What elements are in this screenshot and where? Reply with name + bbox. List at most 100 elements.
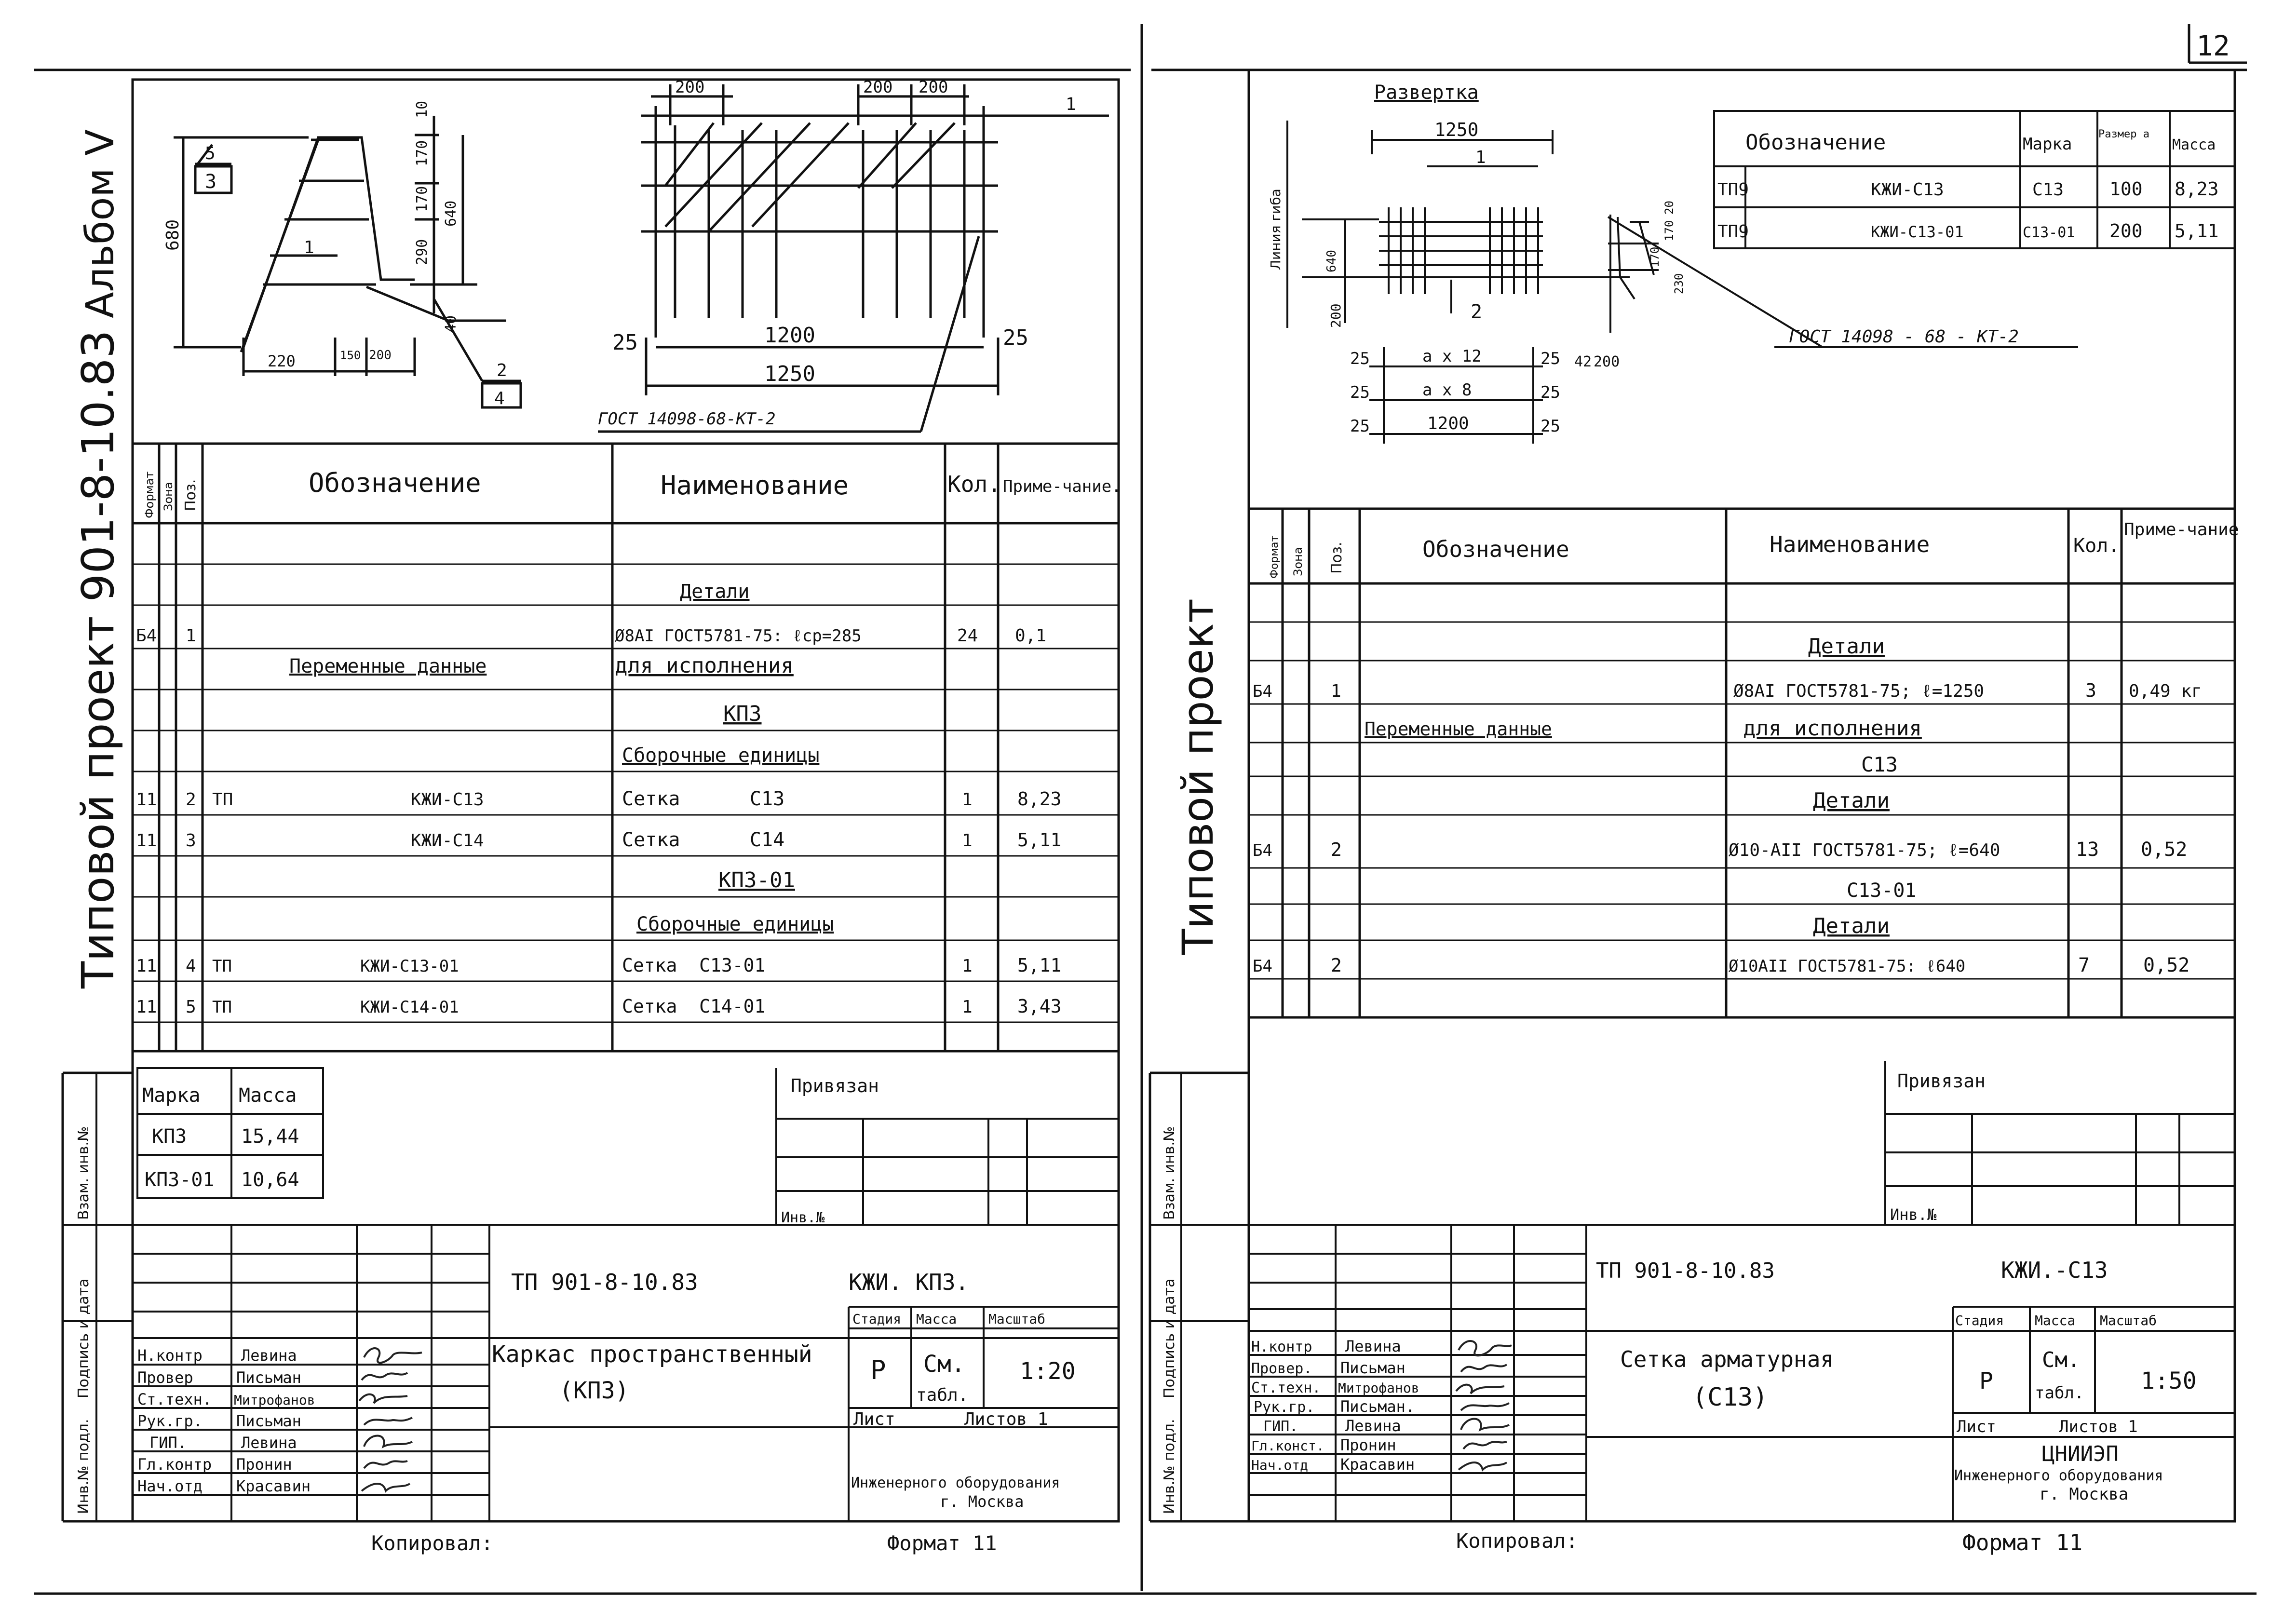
left-spec-body: Детали Б4 1 Ø8АI ГОСТ5781-75: ℓср=285 24…	[136, 581, 1062, 1017]
left-dim-200c: 200	[919, 78, 948, 97]
table-row: КП3	[723, 702, 761, 726]
left-r8-name: КП3-01	[718, 868, 795, 893]
right-name-1: Письман	[1340, 1359, 1406, 1377]
right-role-0: Н.контр	[1251, 1339, 1312, 1355]
left-name-6: Красавин	[236, 1477, 311, 1495]
left-title: Каркас пространственный	[492, 1341, 812, 1368]
right-dim-25a: 25	[1350, 349, 1370, 368]
left-dim-220: 220	[268, 352, 296, 370]
right-dim-25d: 25	[1541, 349, 1560, 368]
right-var-table-grid	[1713, 110, 2236, 249]
right-dim-230: 230	[1672, 273, 1686, 294]
left-dim-1250: 1250	[764, 362, 815, 386]
right-var-h-designation: Обозначение	[1745, 130, 1886, 155]
right-role-6: Нач.отд	[1251, 1457, 1308, 1473]
left-r6-pos: 2	[186, 790, 196, 810]
left-r7-qty: 1	[962, 831, 973, 851]
left-r1-name: Детали	[680, 581, 750, 603]
left-callout-bot-num: 2	[497, 361, 507, 380]
right-var-r1-mass: 5,11	[2175, 220, 2219, 242]
left-scale: 1:20	[1020, 1358, 1076, 1385]
table-row: 11 3 КЖИ-С14 Сетка С14 1 5,11	[136, 829, 1062, 851]
left-city: г. Москва	[940, 1492, 1024, 1511]
right-sheet: Типовой проект Инв.№ подл. Подпись и дат…	[1149, 68, 2239, 1556]
left-org: Инженерного оборудования	[851, 1475, 1060, 1491]
right-staff-list: Н.контр Провер. Ст.техн. Рук.гр. ГИП. Гл…	[1251, 1337, 1419, 1474]
left-gost: ГОСТ 14098-68-КТ-2	[598, 409, 775, 429]
left-r6-designation: ТП КЖИ-С13	[212, 790, 484, 810]
right-razvertka: Развертка	[1374, 81, 1479, 104]
left-side-title: Типовой проект 901-8-10.83	[72, 330, 124, 989]
right-h-note: Приме-чание	[2124, 520, 2239, 540]
left-staff-list: Н.контр Провер Ст.техн. Рук.гр. ГИП. Гл.…	[137, 1346, 315, 1495]
left-mass-r1-mass: 10,64	[241, 1169, 299, 1191]
right-name-4: Левина	[1345, 1417, 1401, 1435]
right-h-pos: Поз.	[1328, 542, 1345, 574]
left-dim-170b: 170	[414, 186, 431, 212]
right-r6-pos: 2	[1331, 839, 1342, 860]
left-name-5: Пронин	[236, 1455, 292, 1474]
left-r5-name: Сборочные единицы	[622, 744, 819, 767]
left-r10-format: 11	[136, 956, 157, 976]
right-var-r1-mark: С13-01	[2023, 224, 2075, 241]
right-signatures	[1455, 1340, 1512, 1472]
right-dim-640: 640	[1324, 250, 1339, 272]
right-h-format: Формат	[1269, 536, 1281, 579]
left-r2-qty: 24	[957, 626, 978, 646]
right-r5-name: Детали	[1813, 788, 1890, 813]
left-dim-290: 290	[414, 239, 431, 265]
right-org: Инженерного оборудования	[1954, 1467, 2163, 1484]
right-side-title: Типовой проект	[1173, 598, 1223, 955]
left-inv-no: Инв.№	[781, 1209, 824, 1226]
left-dim-200a: 200	[675, 78, 704, 97]
left-r6-name: Сетка С13	[622, 788, 784, 810]
right-dim-200b: 200	[1594, 353, 1620, 370]
left-mass-r0-mark: КП3	[152, 1125, 187, 1148]
left-stamp-vzam: Взам. инв.№	[75, 1126, 92, 1220]
left-mass: См.	[923, 1351, 965, 1378]
right-r6-qty: 13	[2076, 839, 2099, 861]
left-format: Формат 11	[887, 1531, 997, 1555]
right-r7-name: С13-01	[1847, 880, 1917, 902]
left-r9-name: Сборочные единицы	[636, 913, 834, 935]
left-h-zone: Зона	[162, 482, 175, 511]
right-dim-a8: а x 8	[1422, 380, 1472, 400]
right-role-4: ГИП.	[1263, 1418, 1298, 1435]
left-r7-name: Сетка С14	[622, 829, 784, 851]
left-doc-code: ТП 901-8-10.83	[511, 1269, 698, 1295]
right-r6-note: 0,52	[2141, 839, 2187, 861]
left-sheets: Листов 1	[964, 1409, 1048, 1429]
right-h-name: Наименование	[1770, 531, 1930, 557]
left-r10-qty: 1	[962, 956, 973, 976]
left-r6-qty: 1	[962, 790, 973, 810]
right-sheets: Листов 1	[2059, 1417, 2138, 1436]
right-spec-rows	[1249, 621, 2235, 980]
left-r7-note: 5,11	[1017, 829, 1062, 851]
left-dim-200b: 200	[863, 78, 892, 97]
right-mark-code: КЖИ.-С13	[2001, 1257, 2108, 1283]
left-role-4: ГИП.	[149, 1434, 187, 1452]
right-role-1: Провер.	[1251, 1360, 1312, 1377]
right-dim-170a: 170	[1662, 220, 1676, 241]
left-stamp-inv: Инв.№ подл.	[75, 1419, 92, 1514]
left-r10-pos: 4	[186, 956, 196, 976]
left-scale-h: Масштаб	[988, 1311, 1045, 1327]
left-r7-pos: 3	[186, 831, 196, 851]
right-sheet: Лист	[1957, 1417, 1996, 1436]
left-name-3: Письман	[236, 1412, 301, 1430]
right-format: Формат 11	[1962, 1529, 2082, 1556]
left-role-2: Ст.техн.	[137, 1390, 212, 1408]
right-privyazan: Привязан	[1897, 1070, 1986, 1092]
table-row: 11 5 ТП КЖИ-С14-01 Сетка С14-01 1 3,43	[136, 996, 1062, 1017]
table-row: Переменные данные для исполнения	[289, 653, 794, 678]
left-r11-designation: ТП КЖИ-С14-01	[212, 998, 459, 1017]
table-row: КП3-01	[718, 868, 795, 893]
left-mass-h-mass: Масса	[239, 1084, 297, 1107]
left-r2-format: Б4	[136, 626, 157, 646]
left-sheet: Типовой проект 901-8-10.83 Альбом V Инв.…	[61, 78, 1122, 1555]
left-side-album: Альбом V	[78, 129, 122, 318]
right-var-h-size: Размер а	[2098, 128, 2149, 140]
table-row: Переменные данные для исполнения	[1365, 716, 1922, 741]
right-pos-2: 2	[1471, 301, 1482, 323]
